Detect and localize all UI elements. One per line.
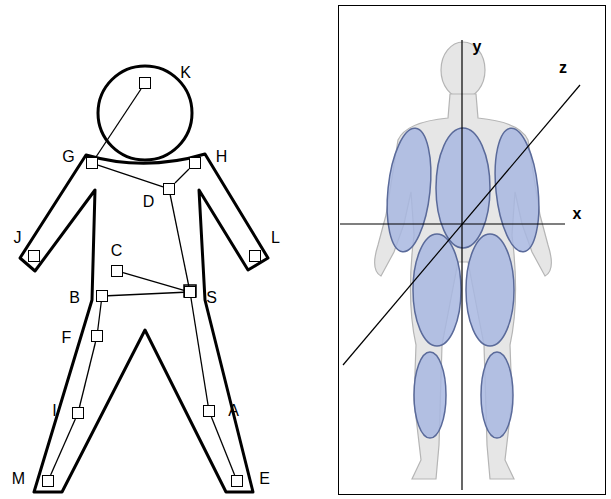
segment-line xyxy=(98,165,163,187)
marker-square: G xyxy=(86,157,98,169)
marker-square: L xyxy=(249,250,261,262)
segment-line xyxy=(108,292,184,295)
panel-frame xyxy=(339,6,606,495)
point-label: K xyxy=(180,65,191,81)
segment-line xyxy=(79,342,95,407)
marker-square: A xyxy=(203,405,215,417)
marker-square: S xyxy=(184,286,196,298)
segment-line xyxy=(123,273,184,291)
segment-line xyxy=(98,302,102,330)
point-label: B xyxy=(69,290,80,306)
marker-square: M xyxy=(42,475,54,487)
point-label: A xyxy=(228,403,239,419)
point-label: H xyxy=(216,149,228,165)
point-label: I xyxy=(52,403,56,419)
point-label: J xyxy=(14,230,22,246)
point-label: C xyxy=(111,243,123,259)
marker-square: E xyxy=(231,475,243,487)
marker-square: J xyxy=(28,250,40,262)
point-label: S xyxy=(206,290,217,306)
marker-double xyxy=(184,285,196,297)
segment-line xyxy=(170,195,189,286)
point-label: E xyxy=(259,471,270,487)
point-label: L xyxy=(271,230,280,246)
marker-square: I xyxy=(72,407,84,419)
segment-line xyxy=(96,89,141,157)
marker-square: K xyxy=(139,77,151,89)
axis-label: x xyxy=(573,206,582,222)
axes xyxy=(340,40,580,490)
marker-square: B xyxy=(96,290,108,302)
marker-square: F xyxy=(91,330,103,342)
segment-line xyxy=(211,417,234,475)
human-silhouette xyxy=(375,42,552,479)
segment-line xyxy=(191,298,208,405)
body-outline xyxy=(20,154,268,492)
point-label: F xyxy=(62,330,72,346)
segment-ellipses xyxy=(382,126,545,438)
marker-square: D xyxy=(163,183,175,195)
marker-square: C xyxy=(111,265,123,277)
segment-line xyxy=(51,419,76,475)
segment-line xyxy=(175,169,189,183)
marker-square: H xyxy=(189,157,201,169)
axis-label: z xyxy=(559,60,567,76)
point-label: G xyxy=(62,149,74,165)
axis-label: y xyxy=(473,39,482,55)
point-label: M xyxy=(12,471,25,487)
point-label: D xyxy=(143,194,155,210)
head-outline xyxy=(98,66,192,160)
